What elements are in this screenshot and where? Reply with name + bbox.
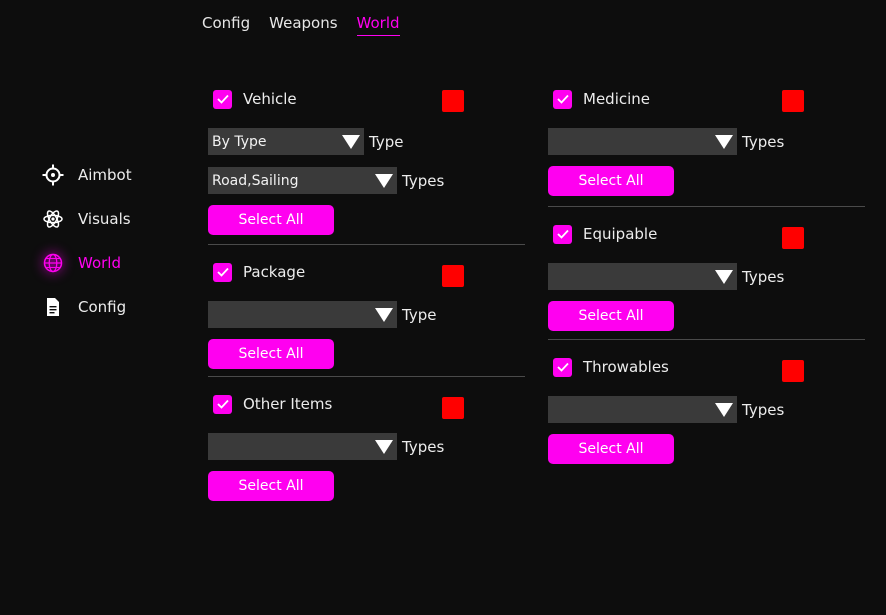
- medicine-checkbox[interactable]: [553, 89, 572, 109]
- sidebar-item-config[interactable]: Config: [40, 296, 190, 318]
- sidebar-item-label: Aimbot: [78, 166, 132, 184]
- sidebar-item-world[interactable]: World: [40, 252, 190, 274]
- divider: [208, 244, 525, 245]
- sidebar-item-label: World: [78, 254, 121, 272]
- dropdown-arrow-icon: [715, 269, 733, 284]
- medicine-label: Medicine: [583, 90, 651, 108]
- other-items-color-swatch[interactable]: [442, 397, 464, 419]
- medicine-color-swatch[interactable]: [782, 90, 804, 112]
- document-icon: [40, 296, 66, 318]
- atom-icon: [40, 208, 66, 230]
- divider: [208, 376, 525, 377]
- dropdown-arrow-icon: [715, 134, 733, 149]
- vehicle-section: Vehicle By Type Type Road,Sailing Types …: [208, 84, 525, 244]
- globe-icon: [40, 252, 66, 274]
- equipable-checkbox[interactable]: [553, 224, 572, 244]
- dropdown-label: Types: [402, 171, 445, 190]
- dropdown-label: Types: [742, 400, 785, 419]
- dropdown-value: By Type: [212, 133, 267, 150]
- package-type-dropdown[interactable]: [208, 301, 397, 328]
- vehicle-types-dropdown[interactable]: Road,Sailing: [208, 167, 397, 194]
- sidebar-item-aimbot[interactable]: Aimbot: [40, 164, 190, 186]
- other-items-types-dropdown[interactable]: [208, 433, 397, 460]
- throwables-label: Throwables: [583, 358, 669, 376]
- checkmark-icon: [216, 94, 229, 104]
- equipable-section: Equipable Types Select All: [548, 207, 865, 339]
- tab-weapons[interactable]: Weapons: [269, 14, 338, 32]
- vehicle-label: Vehicle: [243, 90, 297, 108]
- throwables-checkbox[interactable]: [553, 357, 572, 377]
- equipable-label: Equipable: [583, 225, 658, 243]
- vehicle-color-swatch[interactable]: [442, 90, 464, 112]
- equipable-color-swatch[interactable]: [782, 227, 804, 249]
- dropdown-arrow-icon: [375, 307, 393, 322]
- checkmark-icon: [216, 399, 229, 409]
- left-column: Vehicle By Type Type Road,Sailing Types …: [208, 84, 525, 501]
- sidebar-item-visuals[interactable]: Visuals: [40, 208, 190, 230]
- throwables-color-swatch[interactable]: [782, 360, 804, 382]
- tab-config[interactable]: Config: [202, 14, 251, 32]
- sidebar-item-label: Visuals: [78, 210, 131, 228]
- dropdown-label: Type: [402, 305, 437, 324]
- package-label: Package: [243, 263, 306, 281]
- divider: [548, 206, 865, 207]
- checkmark-icon: [556, 362, 569, 372]
- checkmark-icon: [556, 229, 569, 239]
- sidebar: Aimbot Visuals World: [40, 164, 190, 340]
- dropdown-arrow-icon: [715, 402, 733, 417]
- equipable-select-all-button[interactable]: Select All: [548, 301, 674, 331]
- vehicle-filter-dropdown[interactable]: By Type: [208, 128, 364, 155]
- other-items-checkbox[interactable]: [213, 394, 232, 414]
- dropdown-label: Type: [369, 132, 404, 151]
- divider: [548, 339, 865, 340]
- top-tab-bar: Config Weapons World: [202, 14, 400, 36]
- crosshair-icon: [40, 164, 66, 186]
- vehicle-select-all-button[interactable]: Select All: [208, 205, 334, 235]
- tab-world[interactable]: World: [356, 14, 400, 36]
- throwables-types-dropdown[interactable]: [548, 396, 737, 423]
- checkmark-icon: [216, 267, 229, 277]
- package-select-all-button[interactable]: Select All: [208, 339, 334, 369]
- dropdown-label: Types: [742, 267, 785, 286]
- dropdown-label: Types: [742, 132, 785, 151]
- vehicle-checkbox[interactable]: [213, 89, 232, 109]
- checkmark-icon: [556, 94, 569, 104]
- dropdown-arrow-icon: [342, 134, 360, 149]
- package-checkbox[interactable]: [213, 262, 232, 282]
- medicine-types-dropdown[interactable]: [548, 128, 737, 155]
- other-items-section: Other Items Types Select All: [208, 377, 525, 501]
- dropdown-value: Road,Sailing: [212, 172, 299, 189]
- dropdown-arrow-icon: [375, 173, 393, 188]
- equipable-types-dropdown[interactable]: [548, 263, 737, 290]
- dropdown-arrow-icon: [375, 439, 393, 454]
- throwables-select-all-button[interactable]: Select All: [548, 434, 674, 464]
- sidebar-item-label: Config: [78, 298, 127, 316]
- package-color-swatch[interactable]: [442, 265, 464, 287]
- throwables-section: Throwables Types Select All: [548, 340, 865, 464]
- dropdown-label: Types: [402, 437, 445, 456]
- medicine-select-all-button[interactable]: Select All: [548, 166, 674, 196]
- package-section: Package Type Select All: [208, 245, 525, 376]
- medicine-section: Medicine Types Select All: [548, 84, 865, 206]
- right-column: Medicine Types Select All Equipable: [548, 84, 865, 464]
- other-items-label: Other Items: [243, 395, 333, 413]
- other-items-select-all-button[interactable]: Select All: [208, 471, 334, 501]
